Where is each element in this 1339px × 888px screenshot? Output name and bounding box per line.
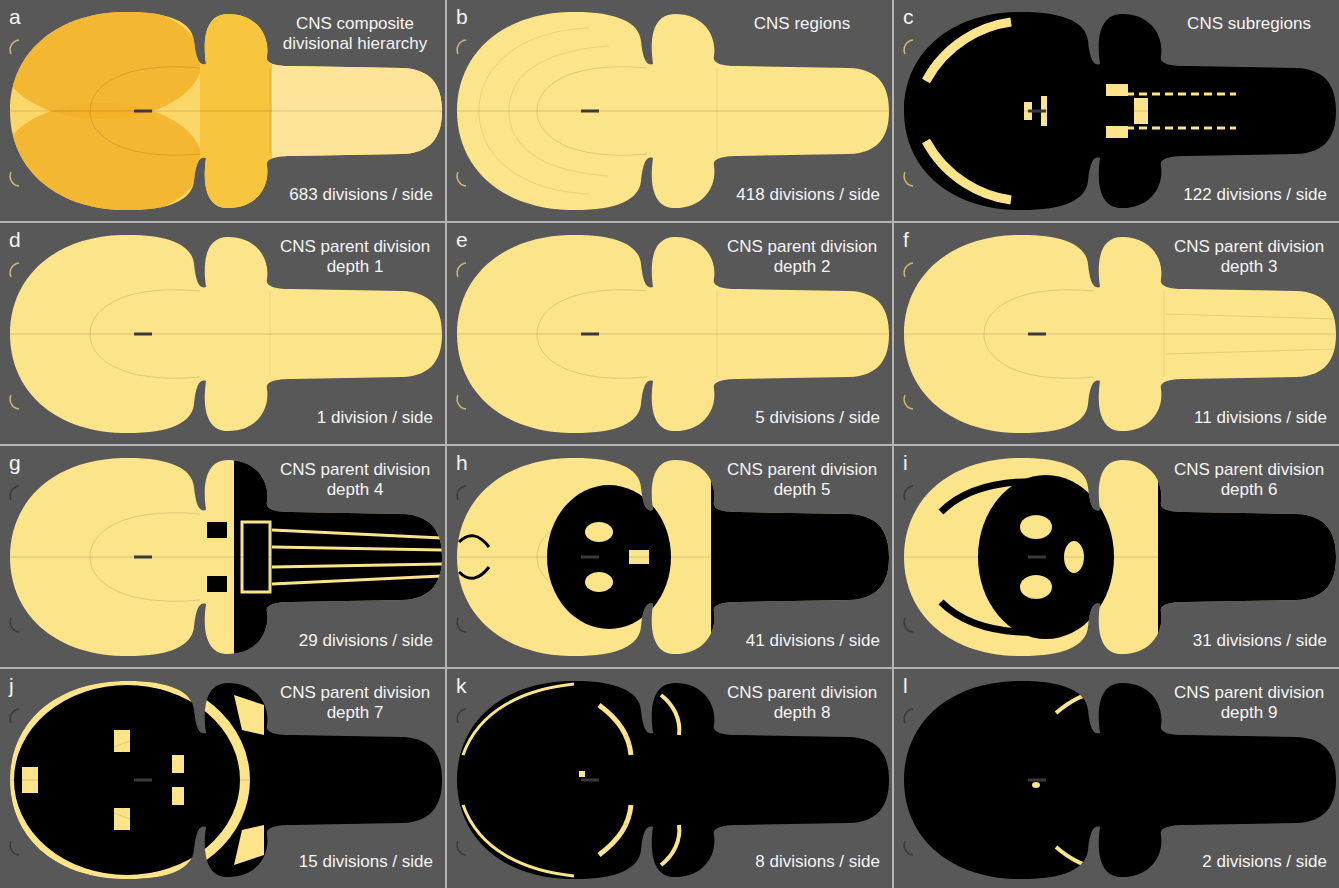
panel-title: CNS parent division depth 7 (275, 683, 435, 724)
division-count: 15 divisions / side (299, 852, 433, 872)
map-panel: l CNS parent division depth 9 2 divisions … (894, 669, 1339, 888)
panel-k-art (447, 669, 894, 888)
map-panel: h CNS parent division depth 5 41 divisions… (447, 446, 892, 667)
panel-g-art (0, 446, 447, 667)
panel-header: i CNS parent division depth 6 (894, 446, 1339, 501)
panel-header: d CNS parent division depth 1 (0, 223, 445, 278)
panel-title: CNS parent division depth 2 (722, 237, 882, 278)
panel-title: CNS parent division depth 8 (722, 683, 882, 724)
panel-d-art (0, 223, 447, 444)
panel-letter: j (9, 674, 14, 698)
panel-header: c CNS subregions (894, 0, 1339, 34)
division-count: 1 division / side (317, 408, 433, 428)
panel-footer: 29 divisions / side (0, 631, 445, 667)
panel-footer: 1 division / side (0, 408, 445, 444)
panel-l-art (894, 669, 1339, 888)
panel-letter: e (456, 228, 468, 252)
panel-letter: b (456, 5, 468, 29)
division-count: 8 divisions / side (755, 852, 880, 872)
map-panel: k CNS parent division depth 8 8 divisions … (447, 669, 892, 888)
panel-letter: k (456, 674, 467, 698)
panel-letter: l (903, 674, 908, 698)
panel-footer: 418 divisions / side (447, 185, 892, 221)
division-count: 683 divisions / side (289, 185, 433, 205)
panel-title: CNS composite divisional hierarchy (275, 14, 435, 55)
panel-b-art (447, 0, 894, 221)
panel-title: CNS regions (722, 14, 882, 34)
panel-header: j CNS parent division depth 7 (0, 669, 445, 724)
panel-e-art (447, 223, 894, 444)
panel-header: g CNS parent division depth 4 (0, 446, 445, 501)
panel-j-art (0, 669, 447, 888)
panel-title: CNS parent division depth 4 (275, 460, 435, 501)
panel-footer: 2 divisions / side (894, 852, 1339, 888)
division-count: 31 divisions / side (1193, 631, 1327, 651)
panel-footer: 11 divisions / side (894, 408, 1339, 444)
panel-header: f CNS parent division depth 3 (894, 223, 1339, 278)
panel-title: CNS subregions (1169, 14, 1329, 34)
panel-footer: 683 divisions / side (0, 185, 445, 221)
panel-i-art (894, 446, 1339, 667)
division-count: 122 divisions / side (1183, 185, 1327, 205)
panel-header: l CNS parent division depth 9 (894, 669, 1339, 724)
panel-letter: i (903, 451, 908, 475)
panel-footer: 15 divisions / side (0, 852, 445, 888)
division-count: 2 divisions / side (1202, 852, 1327, 872)
panel-c-art (894, 0, 1339, 221)
panel-letter: g (9, 451, 21, 475)
panel-a-art (0, 0, 447, 221)
panel-letter: a (9, 5, 21, 29)
panel-title: CNS parent division depth 3 (1169, 237, 1329, 278)
panel-title: CNS parent division depth 5 (722, 460, 882, 501)
panel-footer: 8 divisions / side (447, 852, 892, 888)
panel-f-art (894, 223, 1339, 444)
panel-letter: d (9, 228, 21, 252)
map-panel: d CNS parent division depth 1 1 division /… (0, 223, 445, 444)
panel-header: k CNS parent division depth 8 (447, 669, 892, 724)
map-panel: i CNS parent division depth 6 31 divisions… (894, 446, 1339, 667)
panel-header: b CNS regions (447, 0, 892, 34)
panel-title: CNS parent division depth 9 (1169, 683, 1329, 724)
map-panel: g CNS parent division depth 4 29 divisions… (0, 446, 445, 667)
panel-letter: h (456, 451, 468, 475)
division-count: 29 divisions / side (299, 631, 433, 651)
panel-footer: 31 divisions / side (894, 631, 1339, 667)
panel-footer: 5 divisions / side (447, 408, 892, 444)
division-count: 41 divisions / side (746, 631, 880, 651)
panel-h-art (447, 446, 894, 667)
panel-footer: 41 divisions / side (447, 631, 892, 667)
panel-letter: c (903, 5, 914, 29)
panel-title: CNS parent division depth 1 (275, 237, 435, 278)
map-panel: e CNS parent division depth 2 5 divisions … (447, 223, 892, 444)
division-count: 11 divisions / side (1194, 408, 1327, 428)
map-panel: f CNS parent division depth 3 11 divisions… (894, 223, 1339, 444)
panel-footer: 122 divisions / side (894, 185, 1339, 221)
panel-header: e CNS parent division depth 2 (447, 223, 892, 278)
division-count: 418 divisions / side (736, 185, 880, 205)
map-panel: c CNS subregions 122 divisions / side (894, 0, 1339, 221)
division-count: 5 divisions / side (755, 408, 880, 428)
map-panel: a CNS composite divisional hierarchy 683 d… (0, 0, 445, 221)
panel-title: CNS parent division depth 6 (1169, 460, 1329, 501)
panel-header: a CNS composite divisional hierarchy (0, 0, 445, 55)
panel-header: h CNS parent division depth 5 (447, 446, 892, 501)
panel-letter: f (903, 228, 909, 252)
map-panel: b CNS regions 418 divisions / side (447, 0, 892, 221)
map-panel: j CNS parent division depth 7 15 divisions… (0, 669, 445, 888)
